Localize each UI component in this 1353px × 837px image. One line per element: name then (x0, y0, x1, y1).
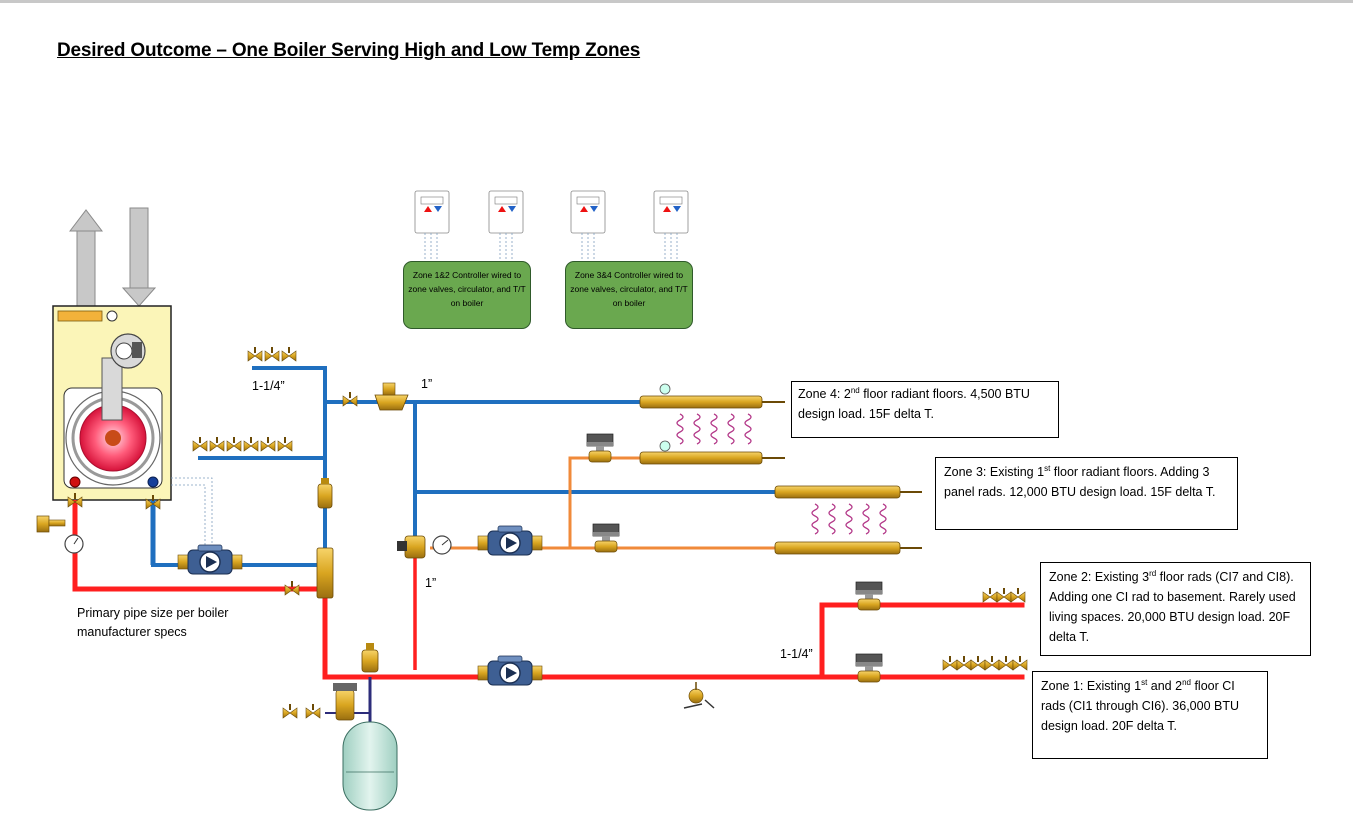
zone2-text-a: Zone 2: Existing 3 (1049, 570, 1150, 584)
zone3-zone-valve-icon (592, 523, 620, 553)
zone-taps-upper (247, 346, 297, 362)
hydraulic-separator-icon (316, 547, 334, 599)
zone2-description: Zone 2: Existing 3rd floor rads (CI7 and… (1040, 562, 1311, 656)
relief-valve-icon (36, 515, 66, 533)
pipe-size-label-mix: 1” (425, 576, 437, 590)
pipe-size-label-top: 1” (421, 377, 433, 391)
zone3-description: Zone 3: Existing 1st floor radiant floor… (935, 457, 1238, 530)
zone3-tubing-loops (811, 503, 887, 535)
zone2-thermostat-icon (488, 190, 524, 234)
primary-supply-pipe (72, 537, 1025, 680)
page-title: Desired Outcome – One Boiler Serving Hig… (57, 40, 641, 61)
zone2-text-b: floor rads (CI7 and CI8). Adding one CI … (1049, 570, 1296, 644)
pressure-reducing-valve-icon (333, 683, 357, 721)
zone1-text-b: floor CI rads (CI1 through CI6). 36,000 … (1041, 679, 1240, 733)
boiler-pressure-gauge-icon (64, 534, 84, 554)
pipe-size-label-left: 1-1/4” (252, 379, 285, 393)
zone2-text-sup: rd (1149, 568, 1157, 578)
zone1-description: Zone 1: Existing 1st and 2nd floor CI ra… (1032, 671, 1268, 759)
primary-pipe-note: Primary pipe size per boiler manufacture… (77, 606, 229, 639)
low-temp-circulator-icon (477, 525, 543, 556)
zone3-manifold-icon (774, 485, 901, 555)
zone12-controller: Zone 1&2 Controller wired to zone valves… (403, 261, 531, 329)
zone4-zone-valve-icon (586, 433, 614, 463)
zone1-thermostat-icon (414, 190, 450, 234)
auto-air-vent-icon (361, 643, 379, 673)
zone3-text-a: Zone 3: Existing 1 (944, 465, 1045, 479)
zone4-text-sup: nd (850, 385, 860, 395)
zone1-zone-valve-icon (855, 653, 883, 683)
temperature-gauge-icon (432, 535, 452, 555)
zone4-text-a: Zone 4: 2 (798, 387, 851, 401)
zone2-zone-valve-icon (855, 581, 883, 611)
zone-taps-lower (192, 436, 293, 452)
expansion-tank-icon (342, 721, 398, 811)
zone1-text-sup1: st (1141, 677, 1148, 687)
zone3-text-b: floor radiant floors. Adding 3 panel rad… (944, 465, 1216, 499)
zone3-thermostat-icon (570, 190, 606, 234)
zone3-text-sup: st (1044, 463, 1051, 473)
zone1-text-mid: and 2 (1147, 679, 1183, 693)
intake-arrow-icon (121, 207, 157, 307)
thermostat-wires (424, 233, 678, 262)
zone4-manifold-icon (639, 383, 763, 465)
boiler-circulator-icon (177, 544, 243, 575)
exhaust-arrow-icon (68, 209, 104, 309)
zone4-thermostat-icon (653, 190, 689, 234)
boiler-control-wires (171, 477, 213, 548)
top-rule (0, 0, 1353, 3)
air-separator-icon (317, 478, 333, 509)
fill-valve-icon (282, 703, 298, 719)
zone34-controller: Zone 3&4 Controller wired to zone valves… (565, 261, 693, 329)
zone1-text-a: Zone 1: Existing 1 (1041, 679, 1142, 693)
drain-valve-icon (683, 682, 715, 709)
zone4-text-b: floor radiant floors. 4,500 BTU design l… (798, 387, 1030, 421)
zone1-text-sup2: nd (1182, 677, 1191, 687)
pipe-size-label-branch: 1-1/4” (780, 647, 813, 661)
mixing-valve-icon (397, 535, 426, 559)
zone1-rad-valves (942, 655, 1028, 671)
zone4-description: Zone 4: 2nd floor radiant floors. 4,500 … (791, 381, 1059, 438)
balancing-valve-icon (374, 382, 409, 411)
boiler (52, 207, 172, 501)
high-temp-circulator-icon (477, 655, 543, 686)
backflow-preventer-icon (305, 703, 321, 719)
zone2-rad-valves (982, 587, 1026, 603)
zone4-tubing-loops (676, 413, 752, 445)
